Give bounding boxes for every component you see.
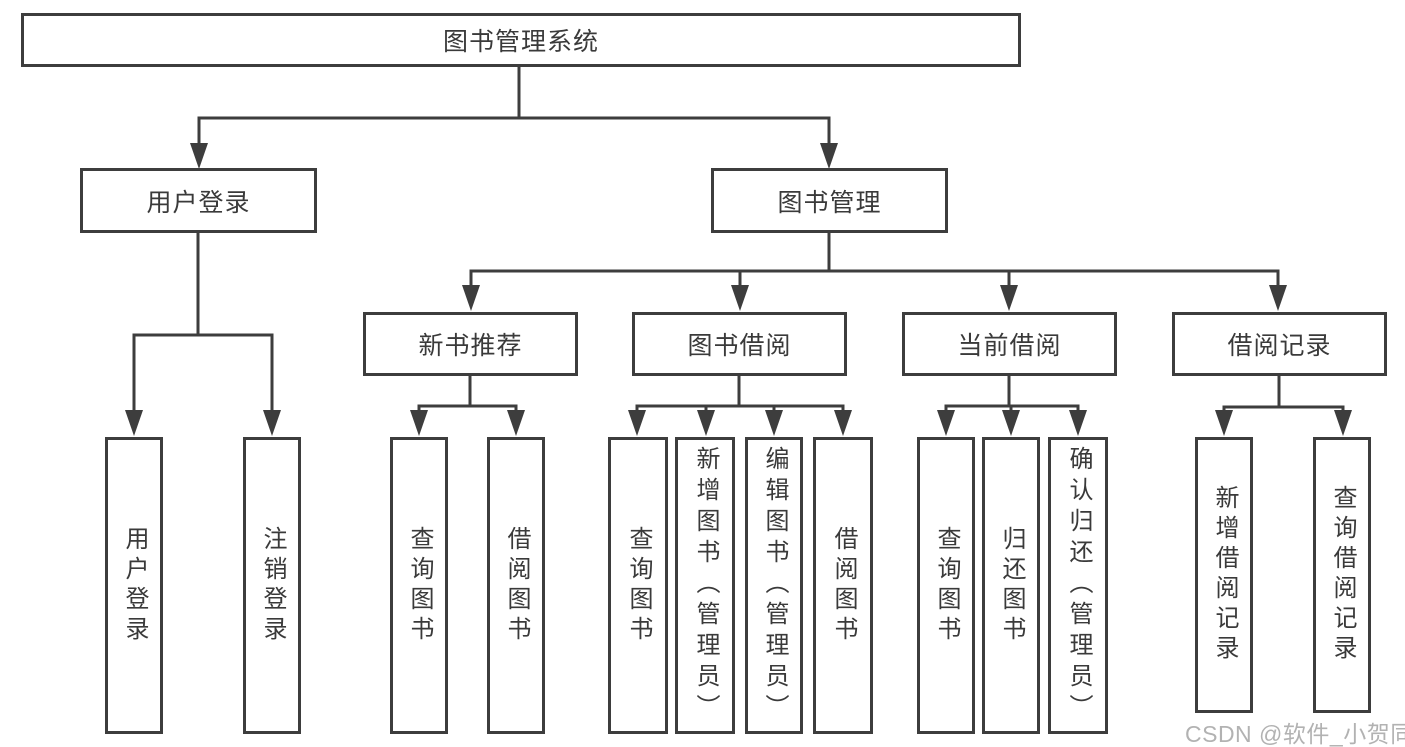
leaf-borrow-books-1: 借阅图书 — [487, 437, 545, 734]
node-library-management-system: 图书管理系统 — [21, 13, 1021, 67]
node-label: 图书管理系统 — [442, 28, 599, 56]
node-new-book-recommendation: 新书推荐 — [363, 312, 578, 376]
leaf-edit-books-admin: 编辑图书（管理员） — [745, 437, 803, 734]
node-user-login: 用户登录 — [80, 168, 317, 233]
leaf-query-books-1: 查询图书 — [390, 437, 448, 734]
node-label: 查询借阅记录 — [1329, 485, 1356, 665]
node-label: 借阅图书 — [830, 525, 857, 646]
leaf-query-books-2: 查询图书 — [608, 437, 668, 734]
node-label: 查询图书 — [406, 525, 433, 646]
node-label: 归还图书 — [998, 525, 1025, 646]
node-book-management: 图书管理 — [711, 168, 948, 233]
node-label: 当前借阅 — [957, 332, 1062, 360]
connector-level3-bar — [469, 269, 1280, 290]
node-label: 借阅记录 — [1227, 332, 1332, 360]
connector-level2-bar — [197, 116, 831, 147]
node-book-borrowing: 图书借阅 — [632, 312, 847, 376]
node-label: 图书借阅 — [687, 332, 792, 360]
node-current-borrowing: 当前借阅 — [902, 312, 1117, 376]
leaf-user-login: 用户登录 — [105, 437, 163, 734]
arrowheads — [125, 143, 1352, 436]
leaf-logout: 注销登录 — [243, 437, 301, 734]
node-label: 借阅图书 — [503, 525, 530, 646]
node-label: 新增图书（管理员） — [692, 446, 719, 725]
node-label: 新增借阅记录 — [1211, 485, 1238, 665]
leaf-add-books-admin: 新增图书（管理员） — [675, 437, 735, 734]
node-label: 图书管理 — [777, 188, 882, 217]
node-label: 用户登录 — [146, 188, 251, 217]
leaf-borrow-books-2: 借阅图书 — [813, 437, 873, 734]
node-label: 编辑图书（管理员） — [761, 446, 788, 725]
node-label: 查询图书 — [933, 525, 960, 646]
node-label: 注销登录 — [259, 525, 286, 646]
node-label: 确认归还（管理员） — [1065, 446, 1092, 725]
leaf-return-books: 归还图书 — [982, 437, 1040, 734]
node-label: 查询图书 — [625, 525, 652, 646]
leaf-query-books-3: 查询图书 — [917, 437, 975, 734]
node-label: 新书推荐 — [418, 332, 523, 360]
node-label: 用户登录 — [121, 525, 148, 646]
leaf-query-borrow-record: 查询借阅记录 — [1313, 437, 1371, 713]
leaf-confirm-return-admin: 确认归还（管理员） — [1048, 437, 1108, 734]
node-borrow-records: 借阅记录 — [1172, 312, 1387, 376]
csdn-watermark: CSDN @软件_小贺同学 — [1185, 721, 1405, 747]
leaf-add-borrow-record: 新增借阅记录 — [1195, 437, 1253, 713]
